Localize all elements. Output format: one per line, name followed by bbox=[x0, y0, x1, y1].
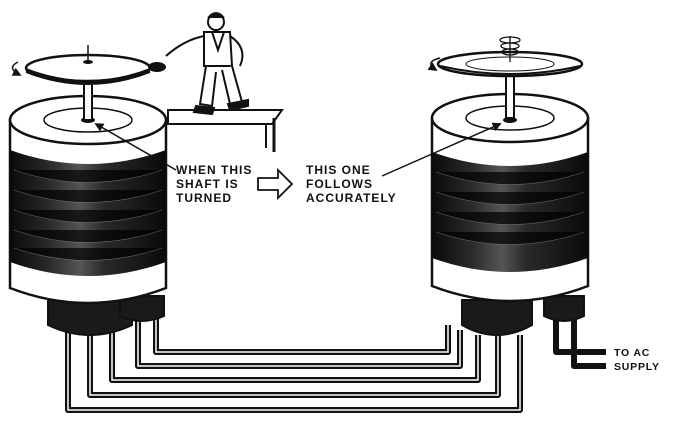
wire-ac-2 bbox=[571, 318, 606, 369]
connecting-wires bbox=[65, 318, 606, 413]
wire-highlights bbox=[67, 318, 521, 411]
left-label-line3: TURNED bbox=[176, 191, 232, 205]
wire-2 bbox=[87, 330, 501, 398]
right-label-line1: THIS ONE bbox=[306, 163, 371, 177]
right-arrow-icon bbox=[257, 167, 294, 201]
left-label-line2: SHAFT IS bbox=[176, 177, 239, 191]
operator-figure bbox=[165, 12, 249, 116]
crank-handle bbox=[148, 62, 166, 72]
supply-label-line2: SUPPLY bbox=[614, 361, 660, 373]
rotation-arrow-icon bbox=[11, 61, 22, 76]
left-label-line1: WHEN THIS bbox=[176, 163, 252, 177]
right-label-line3: ACCURATELY bbox=[306, 191, 397, 205]
spring-icon bbox=[499, 36, 521, 62]
supply-label-line1: TO AC bbox=[614, 347, 650, 359]
wire-4 bbox=[135, 318, 463, 369]
transmitter-base bbox=[47, 299, 133, 336]
platform bbox=[167, 109, 284, 152]
rotation-arrow-icon bbox=[427, 57, 441, 71]
transmitter-unit bbox=[8, 45, 168, 336]
right-label-line2: FOLLOWS bbox=[306, 177, 373, 191]
wire-5 bbox=[153, 318, 451, 355]
receiver-unit bbox=[427, 36, 590, 336]
wire-ac-1 bbox=[553, 318, 606, 355]
callout-lines bbox=[94, 122, 502, 177]
